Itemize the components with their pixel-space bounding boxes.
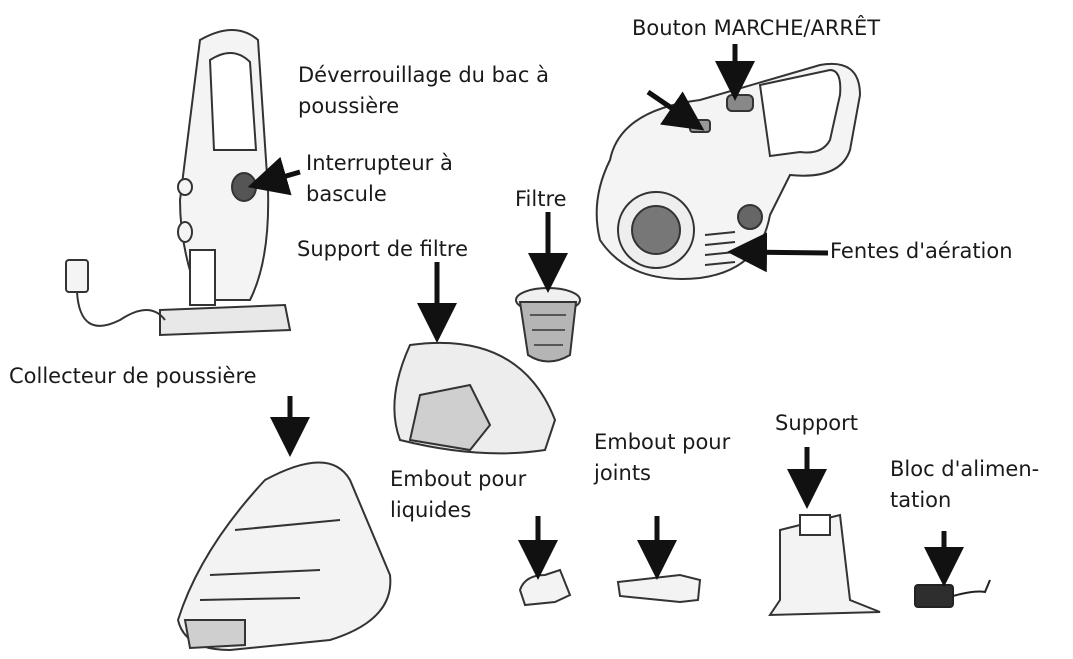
power-supply-illustration — [915, 580, 990, 607]
label-liquid-nozzle-line-1: Embout pour — [390, 464, 526, 495]
label-rocker-switch: Interrupteur à bascule — [306, 148, 453, 210]
filter-illustration — [516, 288, 580, 362]
label-air-vents: Fentes d'aération — [830, 236, 1013, 267]
label-crevice-nozzle: Embout pour joints — [594, 427, 730, 489]
label-liquid-nozzle-line-2: liquides — [390, 495, 526, 526]
filter-support-illustration — [394, 343, 555, 453]
label-liquid-nozzle: Embout pour liquides — [390, 464, 526, 526]
label-filter: Filtre — [515, 184, 567, 215]
label-power-supply-line-2: tation — [890, 485, 1039, 516]
crevice-nozzle-illustration — [618, 575, 700, 602]
label-power-supply-line-1: Bloc d'alimen- — [890, 454, 1039, 485]
label-dust-collector: Collecteur de poussière — [9, 361, 257, 392]
label-power-supply: Bloc d'alimen- tation — [890, 454, 1039, 516]
label-dust-bin-release-line-1: Déverrouillage du bac à — [298, 60, 549, 91]
label-dust-bin-release: Déverrouillage du bac à poussière — [298, 60, 549, 122]
label-rocker-switch-line-2: bascule — [306, 179, 453, 210]
dust-collector-illustration — [178, 463, 390, 651]
liquid-nozzle-illustration — [520, 570, 570, 605]
label-crevice-nozzle-line-1: Embout pour — [594, 427, 730, 458]
label-rocker-switch-line-1: Interrupteur à — [306, 148, 453, 179]
arrow-air-vents — [742, 252, 828, 253]
label-dust-bin-release-line-2: poussière — [298, 91, 549, 122]
label-power-button: Bouton MARCHE/ARRÊT — [632, 13, 880, 44]
label-stand: Support — [775, 408, 858, 439]
stand-illustration — [770, 515, 880, 615]
label-crevice-nozzle-line-2: joints — [594, 458, 730, 489]
vacuum-on-stand-illustration — [66, 30, 290, 335]
label-filter-support: Support de filtre — [297, 234, 468, 265]
vacuum-body-illustration — [597, 64, 860, 279]
